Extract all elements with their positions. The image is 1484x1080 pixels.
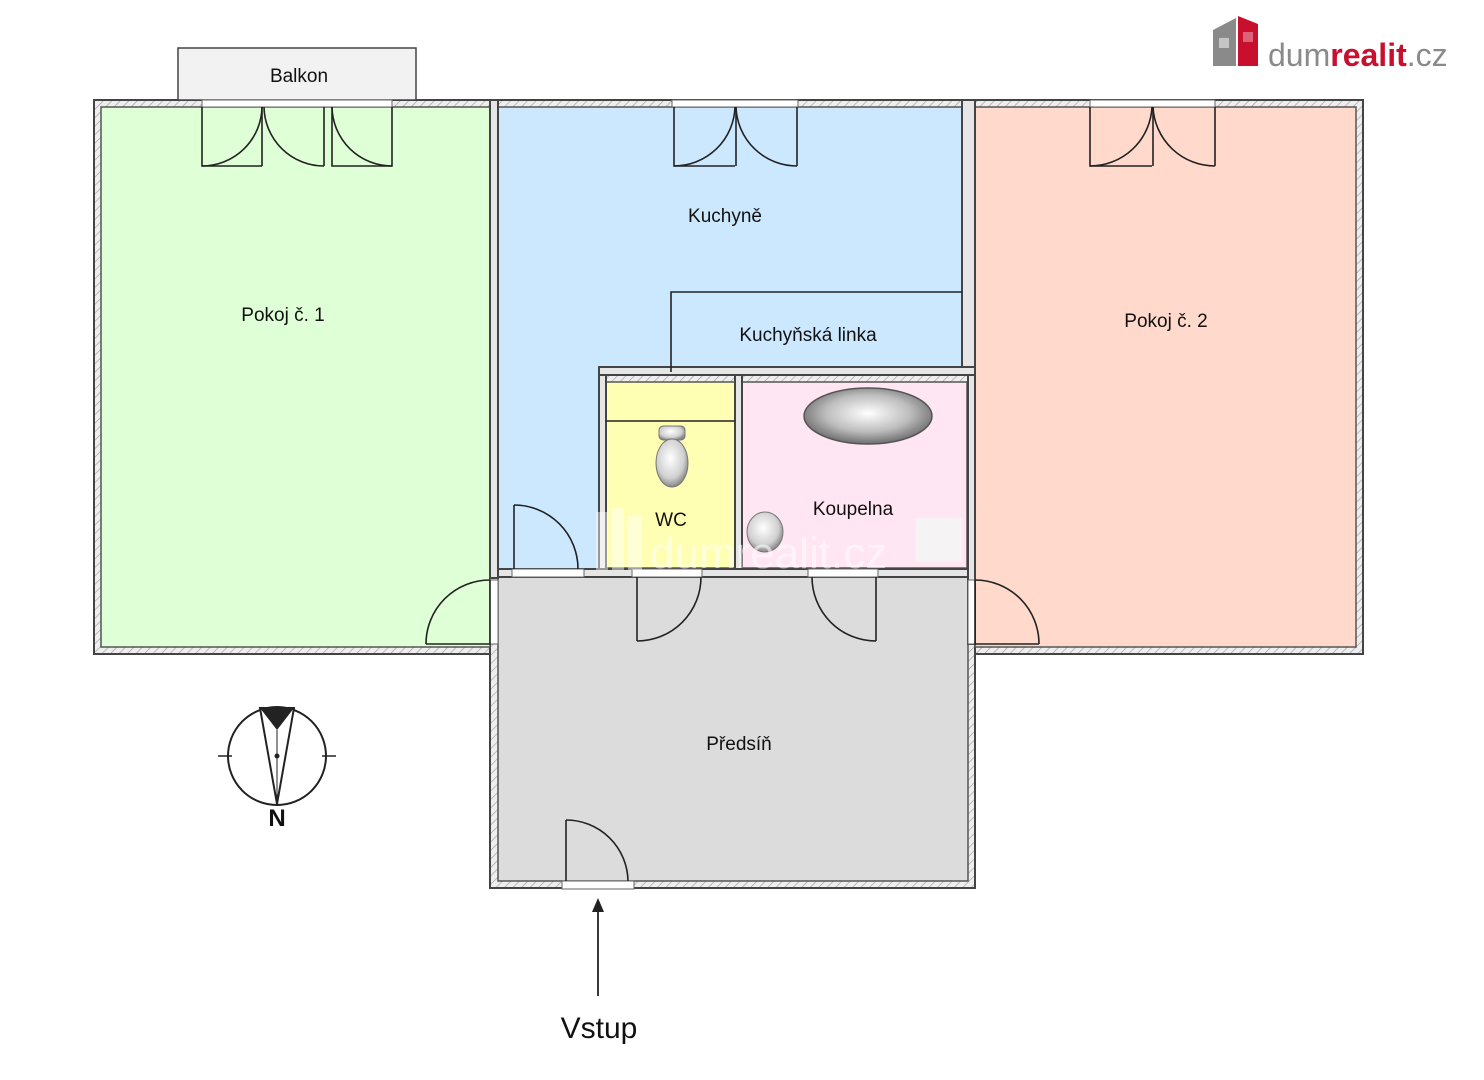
toilet-icon xyxy=(655,438,689,488)
interior-walls xyxy=(489,99,976,645)
kitchen-label: Kuchyně xyxy=(688,206,762,227)
logo-text-plain: dum xyxy=(1268,37,1330,73)
toilet-tank-icon xyxy=(658,425,686,441)
bathroom-label: Koupelna xyxy=(813,499,894,520)
balcony-label: Balkon xyxy=(270,66,328,87)
balcony: Balkon xyxy=(177,47,417,101)
watermark: dumrealit.cz xyxy=(596,508,887,578)
logo-text-suffix: .cz xyxy=(1407,37,1448,73)
entry-label: Vstup xyxy=(561,1012,638,1045)
kitchen-unit-label: Kuchyňská linka xyxy=(739,325,877,346)
compass-icon xyxy=(218,706,336,806)
bathroom-fixtures xyxy=(746,387,962,562)
sink-icon xyxy=(746,511,784,553)
wc-fixtures xyxy=(606,420,735,488)
room-2-area xyxy=(974,106,1357,648)
doors xyxy=(425,504,1040,890)
wc-label: WC xyxy=(655,510,687,531)
room-1-label: Pokoj č. 1 xyxy=(241,305,324,326)
logo-house-icon xyxy=(1213,16,1258,66)
svg-text:dumrealit.cz: dumrealit.cz xyxy=(1268,37,1448,73)
room-2-label: Pokoj č. 2 xyxy=(1124,311,1207,332)
hall-label: Předsíň xyxy=(706,734,771,755)
window-swings xyxy=(201,106,1216,167)
hall-area xyxy=(497,576,969,882)
bathtub-icon xyxy=(803,387,933,445)
kitchen-unit: Kuchyňská linka xyxy=(670,291,962,372)
logo: dumrealit.cz xyxy=(1213,16,1448,73)
watermark-text: dumrealit.cz xyxy=(650,529,887,578)
compass-north-label: N xyxy=(268,805,285,832)
logo-text-accent: realit xyxy=(1330,37,1407,73)
balcony-area xyxy=(177,47,417,101)
room-1-area xyxy=(100,106,491,648)
shower-icon xyxy=(916,518,962,562)
windows xyxy=(201,99,1216,108)
entry-arrow xyxy=(592,898,604,996)
